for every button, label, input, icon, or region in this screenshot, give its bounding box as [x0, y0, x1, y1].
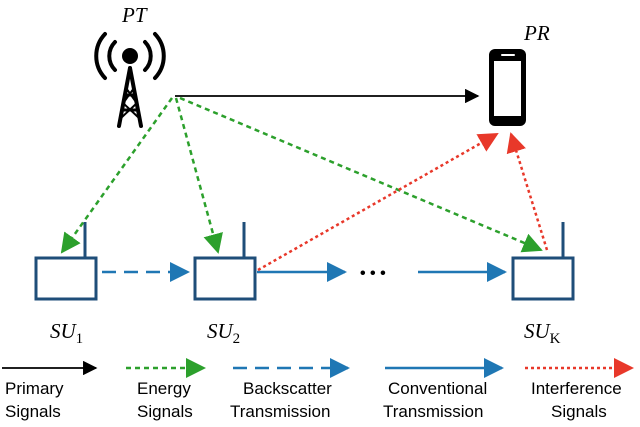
legend-primary-line1: Primary	[5, 379, 64, 398]
ellipsis: • • •	[360, 265, 386, 282]
legend-backscatter-line1: Backscatter	[243, 379, 332, 398]
legend: Primary Signals Energy Signals Backscatt…	[2, 358, 634, 421]
legend-primary: Primary Signals	[2, 360, 98, 421]
energy-link-su1	[60, 97, 174, 254]
transmitter-tower-icon	[94, 32, 166, 128]
legend-backscatter-line2: Transmission	[230, 402, 330, 421]
legend-interference: Interference Signals	[525, 358, 634, 421]
interference-link-su2	[257, 132, 499, 272]
legend-conventional-line2: Transmission	[383, 402, 483, 421]
legend-conventional: Conventional Transmission	[383, 358, 504, 421]
legend-conventional-line1: Conventional	[388, 379, 487, 398]
legend-backscatter: Backscatter Transmission	[230, 358, 350, 421]
legend-interference-line1: Interference	[531, 379, 622, 398]
suk-label: SUK	[524, 319, 561, 347]
energy-link-suk	[179, 96, 543, 253]
su1-device-icon	[34, 222, 98, 301]
pt-label: PT	[121, 3, 148, 27]
interference-link-suk	[506, 132, 549, 251]
legend-energy-line1: Energy	[137, 379, 191, 398]
pr-label: PR	[523, 21, 550, 45]
smartphone-icon	[489, 49, 526, 126]
su2-device-icon	[193, 222, 257, 301]
legend-primary-line2: Signals	[5, 402, 61, 421]
su2-label: SU2	[207, 319, 240, 347]
suk-device-icon	[511, 222, 575, 301]
legend-interference-line2: Signals	[551, 402, 607, 421]
legend-energy-line2: Signals	[137, 402, 193, 421]
energy-link-su2	[174, 97, 223, 254]
legend-energy: Energy Signals	[126, 358, 206, 421]
su1-label: SU1	[50, 319, 83, 347]
